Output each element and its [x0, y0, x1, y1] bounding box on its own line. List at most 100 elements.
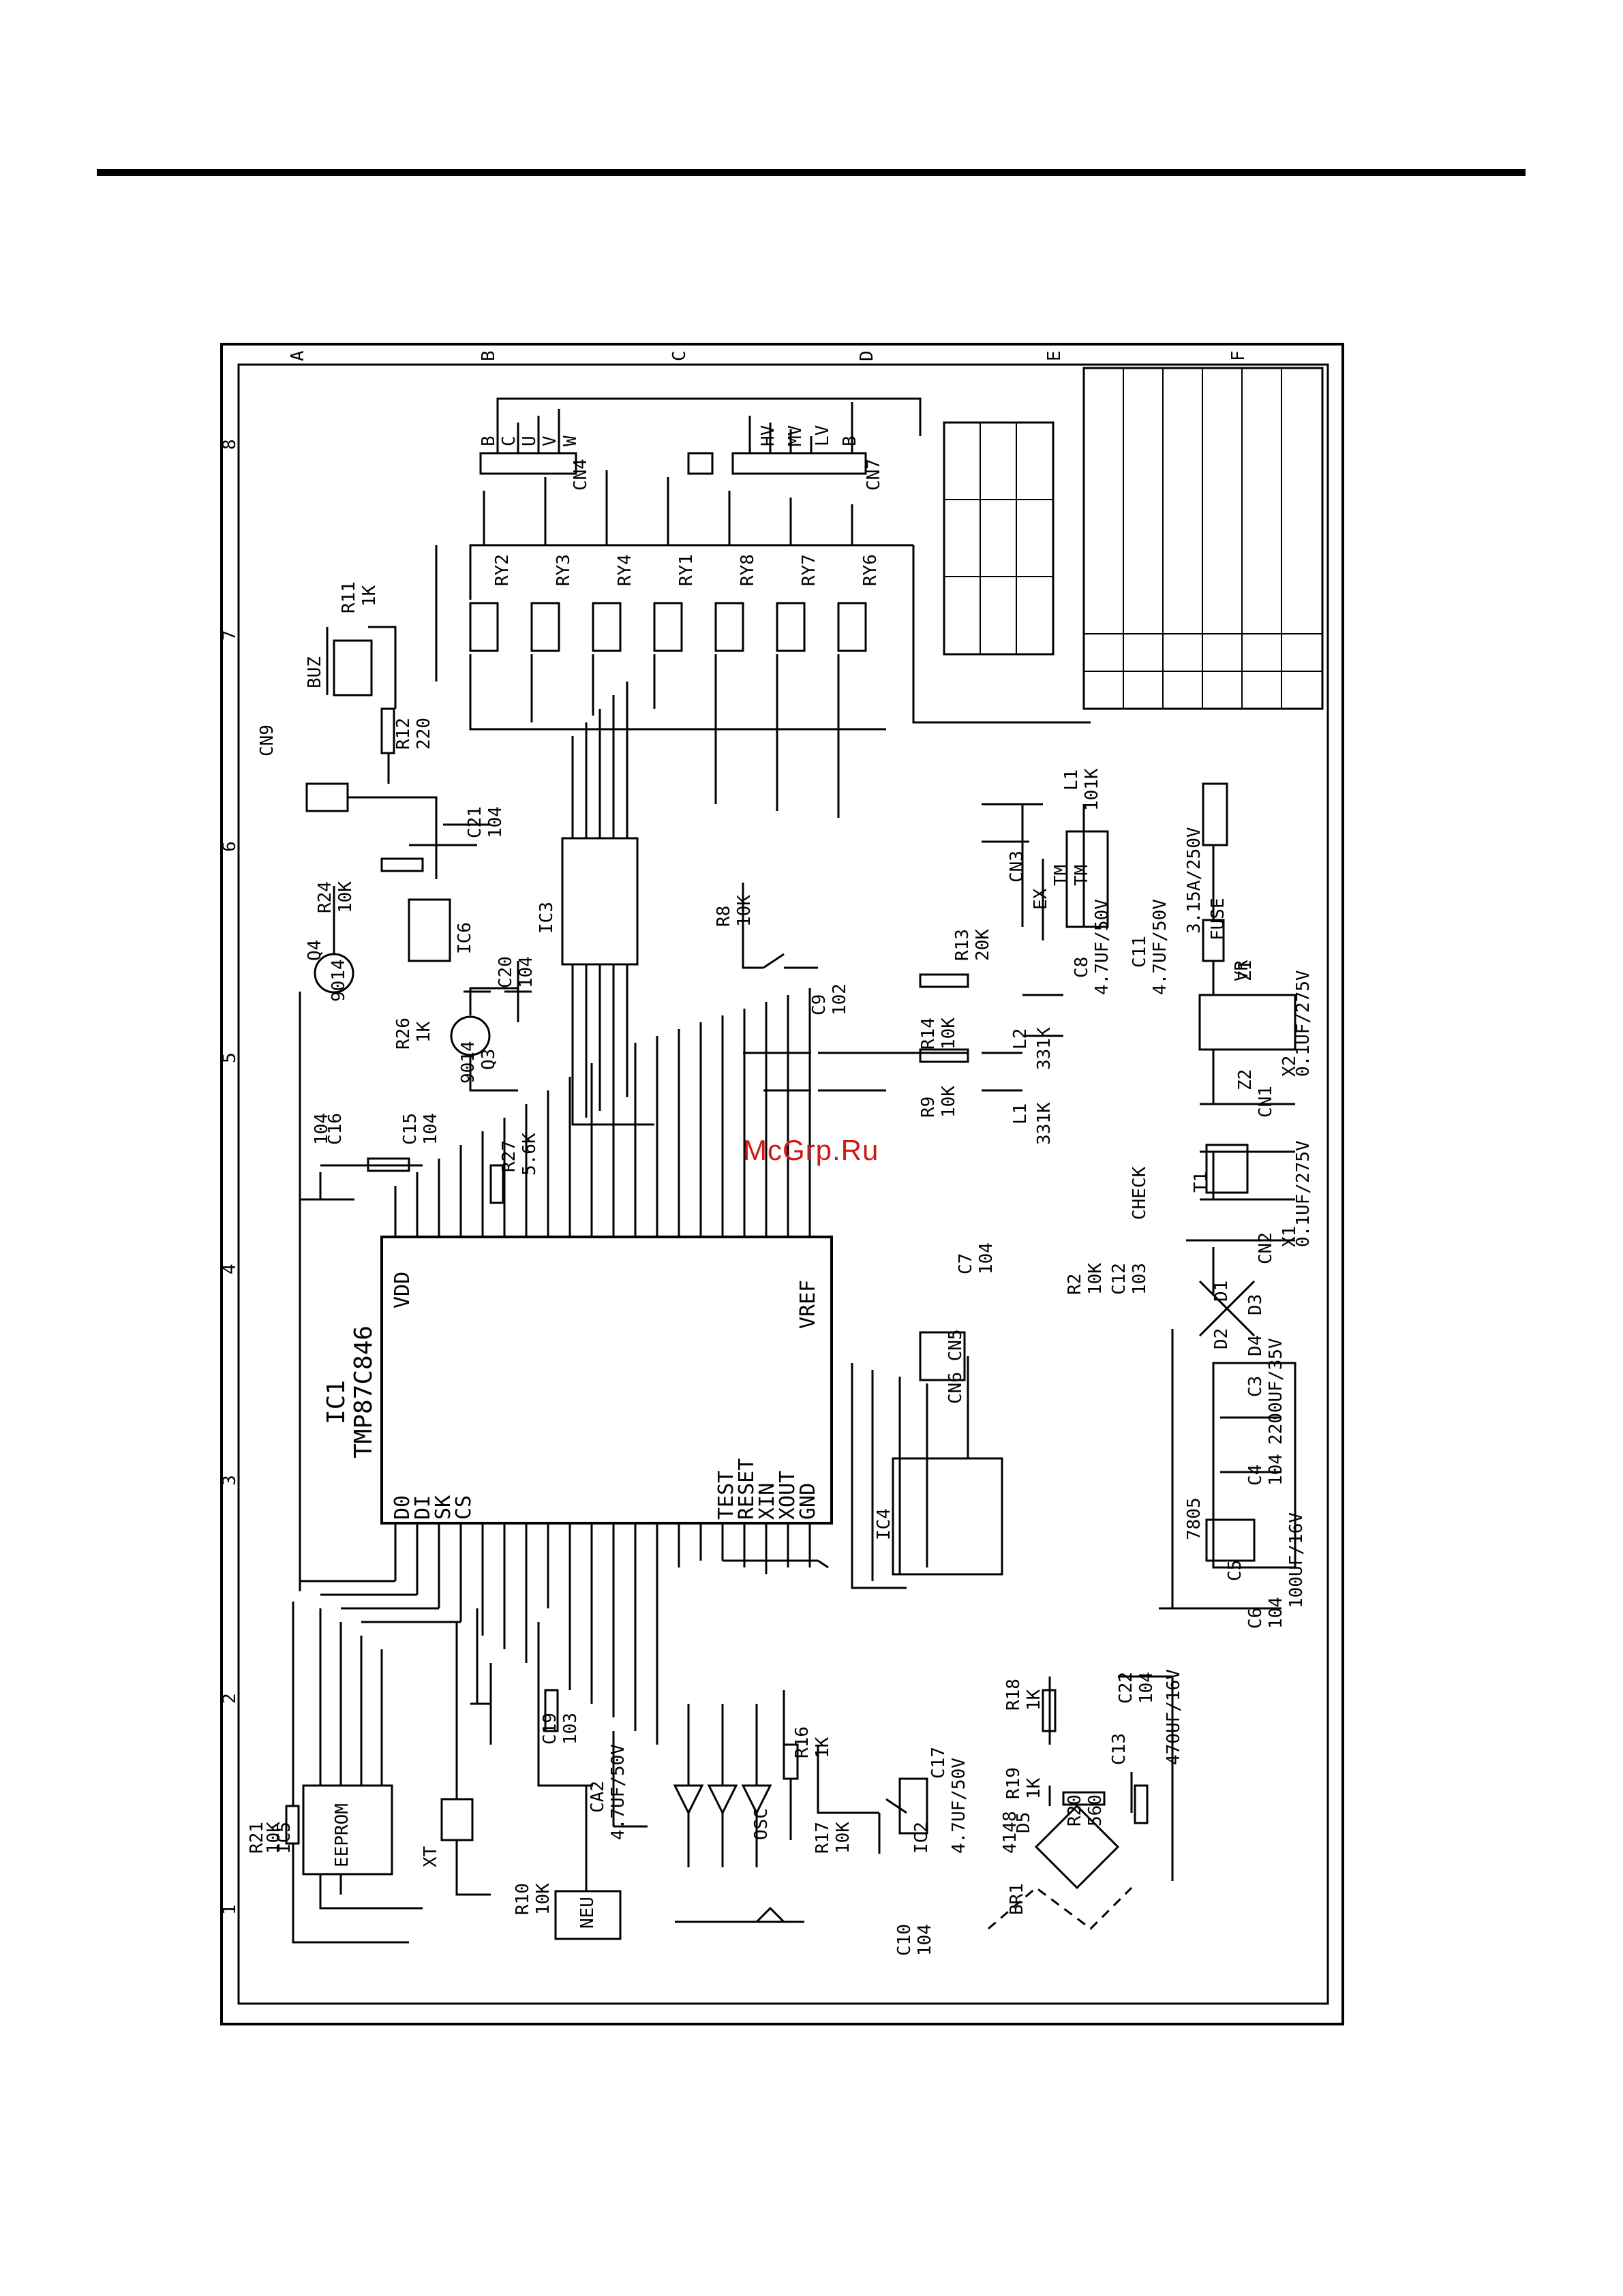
component-ref: Q3 [479, 1049, 499, 1070]
ic1-part-label: TMP87C846 [350, 1326, 378, 1458]
bridge-rectifier-br1 [1034, 1804, 1120, 1890]
component-value: 4.7UF/50V [608, 1744, 628, 1840]
watermark-text: McGrp.Ru [743, 1134, 879, 1166]
component-ref: NEU [577, 1897, 598, 1929]
component-value: 10K [264, 1822, 284, 1854]
component-ref: Z1 [1235, 960, 1256, 981]
component-value: 331K [1034, 1027, 1055, 1070]
component-value: 10K [833, 1822, 853, 1854]
component-value: 9014 [458, 1041, 479, 1084]
component-value: 0.1UF/275V [1293, 970, 1314, 1077]
component-value: 104 [915, 1924, 935, 1956]
regulator-7805 [1205, 1518, 1256, 1562]
component-value: 101K [1082, 768, 1102, 811]
component-ref: CA2 [588, 1781, 608, 1813]
component-value: 4.7UF/50V [949, 1758, 969, 1854]
component-value: 0.1UF/275V [1293, 1140, 1314, 1247]
grid-number: 2 [219, 1693, 240, 1704]
component-ref: R18 [1003, 1679, 1024, 1711]
buzzer [333, 639, 373, 697]
frame-inner [237, 363, 1329, 2005]
component-ref: C19 [540, 1713, 560, 1745]
component-value: 4.7UF/50V [1150, 899, 1170, 995]
pin-d0: D0 [391, 1495, 414, 1520]
component-ref: R17 [813, 1822, 833, 1854]
component-ref: X2 [1279, 1056, 1300, 1077]
component-ref: R10 [513, 1883, 533, 1915]
component-ref: 7805 [1184, 1497, 1204, 1540]
component-ref: L1 [1010, 1103, 1031, 1124]
component-ref: L1 [1061, 769, 1082, 791]
relay-label: RY2 [492, 554, 513, 586]
component-value: 470UF/16V [1164, 1669, 1184, 1765]
component-ref: IC6 [455, 922, 475, 954]
relay-label: RY6 [860, 554, 881, 586]
component-ref: C11 [1129, 936, 1150, 968]
cn4-connector [479, 452, 577, 475]
component-ref: VR [1232, 960, 1252, 981]
component-value: 100UF/16V [1286, 1512, 1307, 1608]
cn3-pin-label: TM [1051, 865, 1072, 886]
component-ref: CN3 [1007, 851, 1027, 883]
component-ref: D4 [1245, 1335, 1266, 1356]
component-ref: R2 [1065, 1274, 1085, 1295]
component-ref: C16 [325, 1113, 346, 1145]
ic1-ref-label: IC1 [322, 1380, 350, 1424]
component-ref: IC4 [874, 1508, 894, 1540]
top-rule [97, 169, 1526, 176]
component-value: 103 [1129, 1263, 1150, 1295]
component-ref: C7 [956, 1253, 976, 1274]
ic4-body [892, 1457, 1003, 1576]
transistor-q3 [450, 1015, 491, 1056]
component-ref: C3 [1245, 1376, 1266, 1397]
ic5-eeprom-body [302, 1784, 393, 1876]
crystal-xt [440, 1798, 474, 1841]
component-value: 1K [813, 1736, 833, 1758]
cn3-pin-label: TM [1072, 865, 1092, 886]
component-value: 104 [485, 806, 506, 838]
frame-outer [220, 343, 1344, 2025]
component-ref: CN2 [1256, 1232, 1276, 1264]
cn4-pin-label: U [519, 435, 540, 446]
pin-reset: RESET [735, 1458, 759, 1520]
grid-letter: B [479, 350, 499, 361]
pin-xout: XOUT [776, 1471, 800, 1520]
component-ref: D2 [1211, 1328, 1232, 1349]
component-ref: OSC [751, 1808, 772, 1840]
component-value: 10K [533, 1883, 553, 1915]
component-ref: R13 [952, 929, 973, 961]
cn7-pin-label: B [840, 435, 860, 446]
transformer-t1 [1205, 1144, 1249, 1194]
ic3-body [561, 837, 639, 966]
component-value: 103 [560, 1713, 581, 1745]
component-ref: BR1 [1007, 1883, 1027, 1915]
neu-box [554, 1890, 622, 1940]
component-ref: R14 [918, 1017, 939, 1050]
component-ref: D1 [1211, 1281, 1232, 1302]
relay-ry2-coil [469, 602, 499, 652]
component-ref: T1 [1191, 1172, 1211, 1193]
component-ref: CN4 [571, 459, 591, 491]
component-value: 10K [939, 1017, 959, 1050]
component-ref: XT [421, 1846, 441, 1867]
component-ref: CN9 [257, 724, 277, 756]
cn4-pin-label: V [540, 435, 560, 446]
component-value: 1K [1024, 1689, 1044, 1711]
component-ref: R21 [247, 1822, 267, 1854]
component-ref: R20 [1065, 1794, 1085, 1826]
component-value: 102 [830, 983, 850, 1015]
component-value: 560 [1085, 1794, 1106, 1826]
cn3-pin-label: EX [1031, 888, 1051, 910]
component-value: 104 [1136, 1672, 1157, 1704]
component-ref: R26 [393, 1017, 414, 1050]
component-ref: FUSE [1208, 898, 1228, 940]
pin-vref: VREF [796, 1280, 820, 1329]
component-ref: R9 [918, 1097, 939, 1118]
component-ref: R11 [339, 581, 359, 613]
component-ref: C22 [1116, 1672, 1136, 1704]
component-ref: R12 [393, 718, 414, 750]
component-ref: R16 [792, 1726, 813, 1758]
cn-right-connector [1202, 782, 1228, 846]
component-value: 10K [335, 881, 356, 913]
